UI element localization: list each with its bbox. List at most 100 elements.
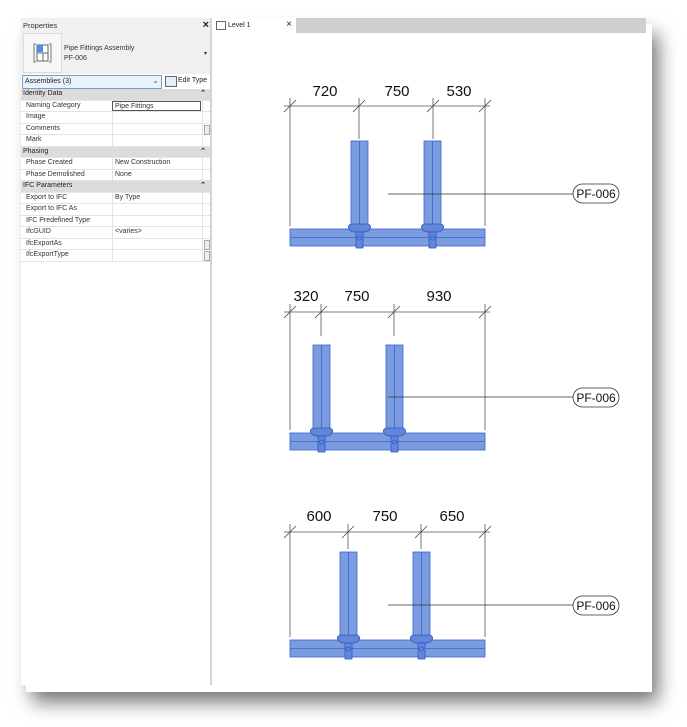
property-label: Naming Category (26, 101, 81, 109)
edit-type-button[interactable]: Edit Type (164, 75, 210, 88)
section-identity-data[interactable]: Identity Data ⌃ (21, 89, 210, 101)
close-icon[interactable]: × (202, 19, 209, 31)
property-label: IfcGUID (26, 228, 51, 235)
tab-label: Level 1 (228, 22, 251, 29)
property-value: By Type (115, 193, 141, 201)
scrollbar-track[interactable] (202, 158, 210, 169)
tag-text: PF-006 (576, 187, 616, 201)
property-row[interactable]: Comments (21, 123, 210, 135)
property-value-field[interactable] (112, 250, 202, 261)
assembly-1[interactable]: 720 750 530 (283, 83, 620, 249)
section-title: Identity Data (23, 90, 63, 97)
dimension-value[interactable]: 750 (384, 83, 409, 100)
property-row[interactable]: IfcExportType (21, 250, 210, 262)
close-icon[interactable]: × (286, 19, 292, 30)
collapse-icon[interactable]: ⌃ (200, 182, 206, 189)
dimension-value[interactable]: 530 (446, 83, 471, 100)
pipe-risers[interactable] (339, 551, 431, 641)
property-value-field[interactable] (112, 215, 202, 226)
plan-view-drawing: 720 750 530 (283, 83, 620, 660)
drawing-canvas[interactable]: 720 750 530 (212, 33, 646, 685)
scrollbar-thumb[interactable] (202, 123, 210, 135)
property-value-field[interactable]: Pipe Fittings (112, 100, 201, 111)
dimension-string[interactable] (283, 98, 492, 226)
property-value-field[interactable]: By Type (112, 192, 202, 203)
section-title: IFC Parameters (23, 182, 73, 189)
dimension-value[interactable]: 930 (426, 288, 451, 305)
dimension-value[interactable]: 750 (344, 288, 369, 305)
dimension-value[interactable]: 720 (312, 83, 337, 100)
assembly-tag[interactable] (572, 183, 620, 204)
type-name: Pipe Fittings Assembly PF-006 (64, 44, 134, 64)
type-type-name: PF-006 (64, 55, 87, 62)
dimension-value[interactable]: 750 (372, 508, 397, 525)
property-label: IfcExportAs (26, 239, 62, 247)
dimension-value[interactable]: 320 (293, 288, 318, 305)
property-row[interactable]: IfcExportAs (21, 238, 210, 250)
property-row[interactable]: IfcGUID <varies> (21, 227, 210, 239)
floor-plan-icon (216, 21, 226, 30)
scrollbar-thumb[interactable] (202, 238, 210, 250)
section-ifc-parameters[interactable]: IFC Parameters ⌃ (21, 181, 210, 193)
property-row[interactable]: Mark (21, 135, 210, 147)
tag-text: PF-006 (576, 391, 616, 405)
property-row[interactable]: Phase Demolished None (21, 169, 210, 181)
property-value-field[interactable]: New Construction (112, 158, 202, 169)
property-value-field[interactable] (112, 135, 202, 146)
tab-level-1[interactable]: Level 1 × (212, 18, 296, 33)
main-pipe[interactable] (289, 432, 486, 451)
dimension-string[interactable] (283, 304, 492, 430)
property-value-field[interactable] (112, 112, 202, 123)
property-row[interactable]: Export to IFC By Type (21, 192, 210, 204)
section-title: Phasing (23, 147, 49, 155)
property-label: Phase Demolished (26, 170, 85, 178)
assembly-tag[interactable] (572, 387, 620, 408)
scrollbar-track[interactable] (202, 112, 210, 123)
tee-fittings[interactable] (309, 427, 407, 453)
main-pipe[interactable] (289, 639, 486, 658)
filter-value: Assemblies (3) (25, 78, 72, 85)
type-selector[interactable]: Pipe Fittings Assembly PF-006 ▾ (21, 32, 210, 74)
tee-fittings[interactable] (336, 634, 434, 660)
pipe-risers[interactable] (350, 140, 442, 230)
dimension-value[interactable]: 650 (439, 508, 464, 525)
scrollbar-track[interactable] (202, 135, 210, 146)
scrollbar-thumb[interactable] (202, 250, 210, 261)
pipe-risers[interactable] (312, 344, 404, 434)
scrollbar-track[interactable] (202, 204, 210, 215)
dimension-string[interactable] (283, 524, 492, 637)
scrollbar-track[interactable] (202, 227, 210, 238)
properties-grid: Identity Data ⌃ Naming Category Pipe Fit… (21, 89, 210, 262)
instance-filter-dropdown[interactable]: Assemblies (3) ⌄ (22, 75, 162, 89)
property-label: Export to IFC (26, 193, 68, 201)
assembly-2[interactable]: 320 750 930 PF-006 (283, 288, 620, 453)
property-value-field[interactable]: None (112, 169, 202, 180)
property-row[interactable]: Export to IFC As (21, 204, 210, 216)
properties-title: Properties (23, 21, 58, 30)
scrollbar-track[interactable] (202, 100, 210, 111)
section-phasing[interactable]: Phasing ⌃ (21, 146, 210, 158)
tee-fittings[interactable] (347, 223, 445, 249)
property-row[interactable]: IFC Predefined Type (21, 215, 210, 227)
main-pipe[interactable] (289, 228, 486, 247)
property-value-field[interactable] (112, 123, 202, 134)
panel-splitter[interactable] (210, 18, 212, 685)
collapse-icon[interactable]: ⌃ (200, 147, 206, 155)
properties-title-bar: Properties × (21, 18, 210, 32)
revit-window: Properties × Pipe Fittings Assembly PF-0… (21, 18, 646, 685)
property-value-field[interactable]: <varies> (112, 227, 202, 238)
assembly-tag[interactable] (572, 595, 620, 616)
dimension-value[interactable]: 600 (306, 508, 331, 525)
property-row[interactable]: Phase Created New Construction (21, 158, 210, 170)
scrollbar-track[interactable] (202, 215, 210, 226)
property-value-field[interactable] (112, 204, 202, 215)
property-row[interactable]: Naming Category Pipe Fittings (21, 100, 210, 112)
property-value-field[interactable] (112, 238, 202, 249)
type-dropdown-icon[interactable]: ▾ (203, 51, 207, 57)
assembly-3[interactable]: 600 750 650 PF-006 (283, 508, 620, 660)
scrollbar-track[interactable] (202, 169, 210, 180)
property-row[interactable]: Image (21, 112, 210, 124)
scrollbar-track[interactable] (202, 192, 210, 203)
collapse-icon[interactable]: ⌃ (200, 90, 206, 97)
property-label: Export to IFC As (26, 205, 77, 212)
